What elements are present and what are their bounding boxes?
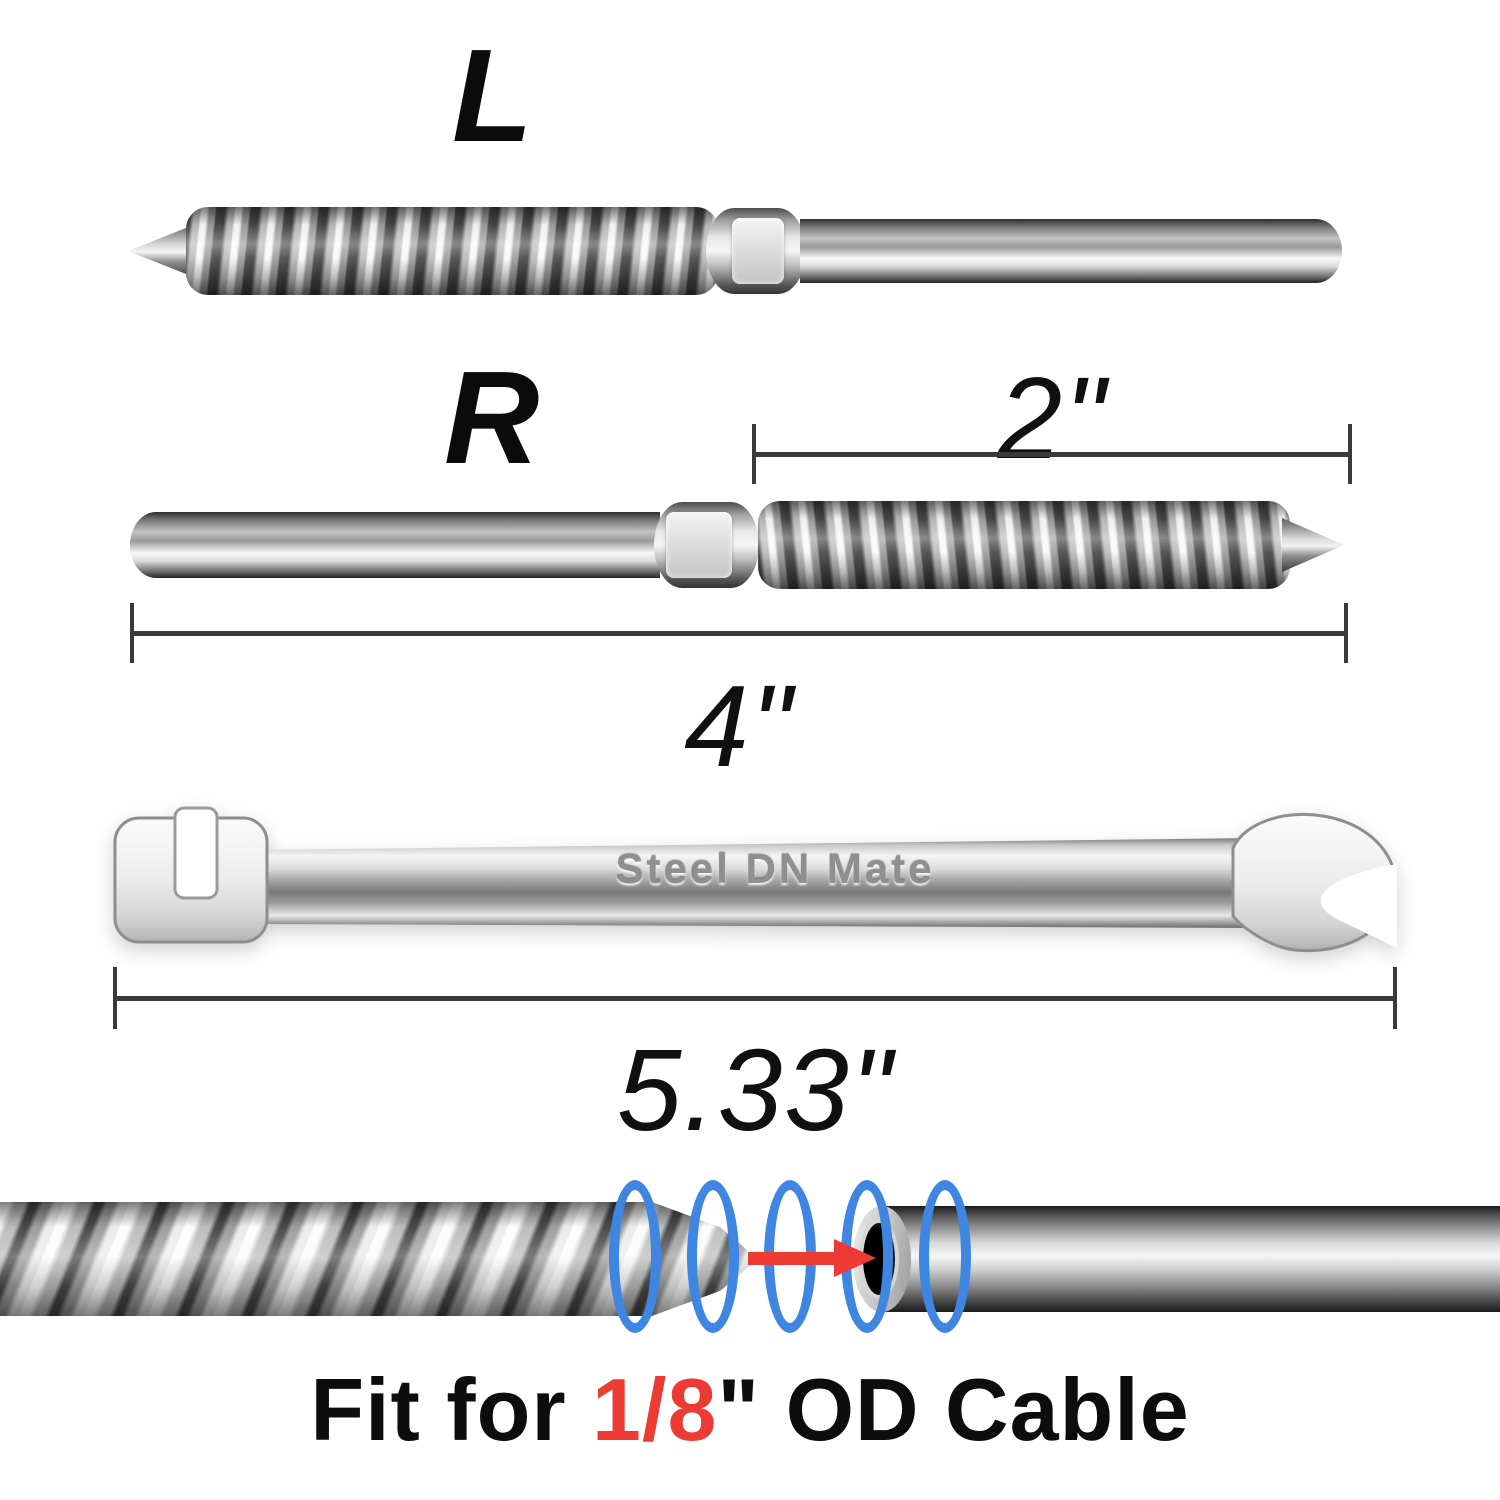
label-right-thread: R xyxy=(444,344,540,491)
dimension-thread-length-value: 2" xyxy=(997,353,1108,483)
guide-ring-icon xyxy=(687,1180,739,1333)
hex-flat xyxy=(732,218,784,284)
screw-hex-collar xyxy=(706,208,806,294)
dimension-tick xyxy=(130,603,134,663)
wrench-slot-notch xyxy=(173,806,219,900)
wrench-engraving: Steel DN Mate xyxy=(615,845,935,892)
swage-tube xyxy=(130,512,660,578)
label-left-thread: L xyxy=(452,22,533,169)
wrench-shaft xyxy=(255,838,1257,928)
dimension-tick xyxy=(752,424,756,484)
dimension-tick xyxy=(1393,967,1397,1029)
dimension-tick xyxy=(1344,603,1348,663)
installation-wrench-illustration xyxy=(113,806,1397,953)
screw-point xyxy=(1282,518,1344,572)
caption-suffix: " OD Cable xyxy=(717,1360,1190,1459)
dimension-line xyxy=(115,996,1396,1001)
lag-screw-left-illustration xyxy=(128,196,1342,306)
dimension-tick xyxy=(1348,424,1352,484)
swage-tube xyxy=(800,219,1342,283)
lag-screw-right-illustration xyxy=(130,494,1346,600)
wrench-jaw-opening xyxy=(1320,864,1397,948)
caption-prefix: Fit for xyxy=(310,1360,593,1459)
guide-ring-icon xyxy=(919,1180,971,1333)
hex-flat xyxy=(666,512,732,578)
insertion-arrow-icon xyxy=(748,1252,836,1265)
fit-caption: Fit for 1/8" OD Cable xyxy=(0,1366,1500,1454)
dimension-tick xyxy=(113,967,117,1029)
dimension-line xyxy=(132,631,1346,636)
screw-threads xyxy=(186,207,718,295)
dimension-wrench-length-value: 5.33" xyxy=(617,1025,894,1155)
dimension-line xyxy=(754,452,1351,457)
dimension-overall-length-value: 4" xyxy=(684,661,794,791)
insertion-arrow-head-icon xyxy=(834,1239,876,1277)
screw-threads xyxy=(758,501,1290,589)
caption-cable-size: 1/8 xyxy=(592,1360,718,1459)
screw-hex-collar xyxy=(654,502,759,588)
guide-ring-icon xyxy=(609,1180,661,1333)
